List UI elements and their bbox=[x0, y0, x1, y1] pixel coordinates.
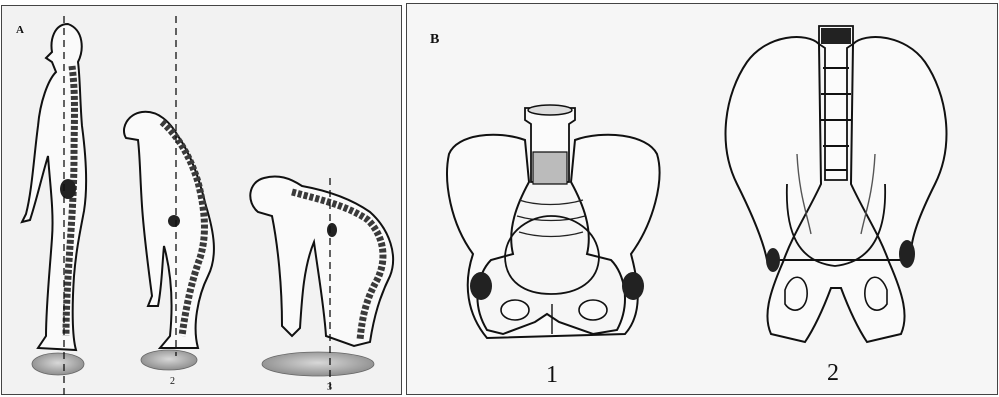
human-pelvis bbox=[447, 105, 659, 338]
panel-a: A bbox=[1, 5, 402, 395]
panel-b: B bbox=[406, 3, 998, 395]
figure-label-3: 3 bbox=[327, 382, 332, 393]
human-figure bbox=[22, 16, 86, 396]
upright-ape-footprint bbox=[141, 350, 197, 370]
upright-ape-figure bbox=[124, 16, 214, 370]
pelvis-illustration bbox=[407, 4, 999, 396]
ape-pelvis bbox=[726, 26, 947, 342]
ape-acetabulum-left bbox=[766, 248, 780, 272]
human-acetabulum-right bbox=[622, 272, 644, 300]
posture-illustration bbox=[2, 6, 403, 396]
human-acetabulum-left bbox=[470, 272, 492, 300]
pelvis-label-2: 2 bbox=[827, 360, 839, 387]
pelvis-label-1: 1 bbox=[546, 362, 558, 389]
human-footprint bbox=[32, 353, 84, 375]
figure-label-2: 2 bbox=[170, 376, 175, 387]
upright-ape-outline bbox=[124, 112, 214, 348]
quadruped-ape-figure bbox=[250, 176, 393, 394]
quadruped-ape-center-of-mass bbox=[327, 223, 337, 237]
ape-vertebrae bbox=[819, 26, 853, 180]
human-center-of-mass bbox=[60, 179, 76, 199]
ape-acetabulum-right bbox=[899, 240, 915, 268]
quadruped-ape-footprint bbox=[262, 352, 374, 376]
upright-ape-center-of-mass bbox=[168, 215, 180, 227]
